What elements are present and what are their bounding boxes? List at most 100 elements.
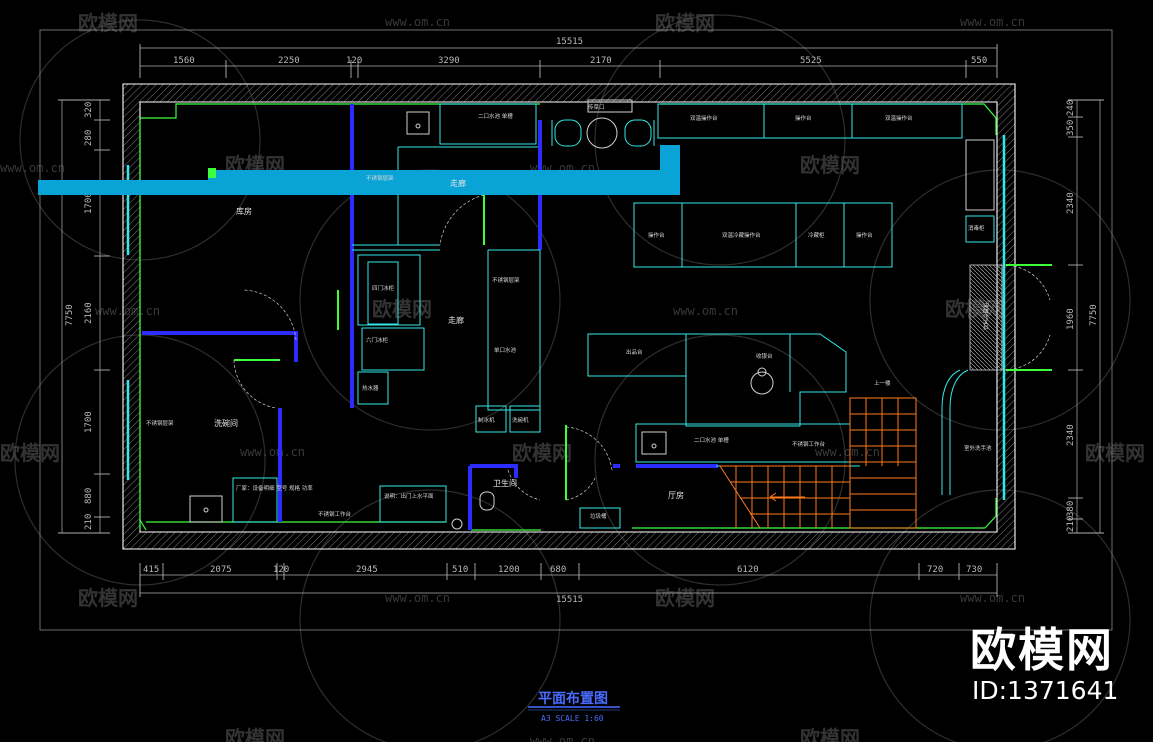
dim-bottom-3: 120 xyxy=(273,565,289,575)
watermark-url-7: www.om.cn xyxy=(240,445,305,459)
title-underline xyxy=(528,706,620,711)
ice-label: 制冰机 xyxy=(478,416,495,424)
top-counters xyxy=(439,99,995,243)
equipment-panels xyxy=(189,477,621,530)
svg-text:www.om.cn: www.om.cn xyxy=(530,734,595,742)
mid-table-label: 不锈钢工作台 xyxy=(318,510,352,518)
svg-text:www.om.cn: www.om.cn xyxy=(815,445,880,459)
room-labels: 库房 洗碗间 卫生间 走廊 走廊 厅房 xyxy=(214,178,684,500)
sink-single-label: 单口水池 xyxy=(494,346,517,354)
exhaust-duct xyxy=(38,145,680,195)
dimension-ticks-right xyxy=(1068,99,1104,534)
island-3-label: 冷藏柜 xyxy=(808,231,825,239)
dim-top-3: 120 xyxy=(346,56,362,66)
svg-text:www.om.cn: www.om.cn xyxy=(960,591,1025,605)
drawing-title: 平面布置图 xyxy=(538,691,608,707)
mid-counter-label: 出品台 xyxy=(626,348,643,356)
dimension-ticks-top xyxy=(139,44,998,78)
watermark-brand-1: 欧模网 xyxy=(78,11,138,35)
watermark-brand-12: 欧模网 xyxy=(225,726,285,742)
watermark-url-2: www.om.cn xyxy=(960,15,1025,29)
right-shelf: 饮料冷藏柜 xyxy=(969,264,1003,371)
room-corridor-2: 走廊 xyxy=(448,315,464,325)
dim-right-total: 7750 xyxy=(1089,304,1099,326)
dim-left-total: 7750 xyxy=(65,304,75,326)
dim-bottom-total: 15515 xyxy=(556,595,583,605)
watermark-arcs xyxy=(14,14,1131,742)
store-shelf-label: 不锈钢层架 xyxy=(492,276,520,284)
store-shelf2-label: 不锈钢层架 xyxy=(366,174,394,182)
dimension-labels-top: 15515 1560 2250 120 3290 2170 5525 550 xyxy=(173,37,987,66)
dim-bottom-1: 415 xyxy=(143,565,159,575)
sink-double-label-top: 二口水池 单槽 xyxy=(478,112,513,120)
dimension-ticks-left xyxy=(58,99,110,534)
dim-right-2: 350 xyxy=(1066,120,1076,136)
mid-table2-label: 不锈钢工作台 xyxy=(792,440,826,448)
svg-text:欧模网: 欧模网 xyxy=(372,297,432,321)
watermark-url-1: www.om.cn xyxy=(385,15,450,29)
svg-text:欧模网: 欧模网 xyxy=(655,586,715,610)
dim-top-4: 3290 xyxy=(438,56,460,66)
heater-label: 热水器 xyxy=(362,384,379,392)
trash-label: 垃圾桶 xyxy=(590,512,607,520)
watermark-brand-10: 欧模网 xyxy=(78,586,138,610)
dim-left-5: 1700 xyxy=(84,411,94,433)
dim-top-total: 15515 xyxy=(556,37,583,47)
right-wall-label: 消毒柜 xyxy=(968,224,985,232)
dim-left-4: 2160 xyxy=(84,302,94,324)
island-4-label: 操作台 xyxy=(856,231,873,239)
dim-right-5: 2340 xyxy=(1066,424,1076,446)
watermark-brand-7: 欧模网 xyxy=(0,441,60,465)
fridge-4-label: 四门冰柜 xyxy=(372,284,395,292)
room-dishwash: 洗碗间 xyxy=(214,418,238,428)
dim-bottom-2: 2075 xyxy=(210,565,232,575)
dim-right-3: 2340 xyxy=(1066,192,1076,214)
dimension-lines xyxy=(61,47,1101,594)
cashier-label: 收银台 xyxy=(756,352,773,360)
dim-left-2: 280 xyxy=(84,130,94,146)
brand-id-text: ID:1371641 xyxy=(972,676,1119,705)
svg-text:www.om.cn: www.om.cn xyxy=(385,591,450,605)
duct-green-mark xyxy=(208,168,216,178)
dimension-labels-left: 320 280 1700 2160 1700 880 210 7750 xyxy=(65,102,94,530)
watermark-brand-11: 欧模网 xyxy=(655,586,715,610)
watermark-url-6: www.om.cn xyxy=(673,304,738,318)
dim-bottom-7: 680 xyxy=(550,565,566,575)
watermark-brand-9: 欧模网 xyxy=(1085,441,1145,465)
dishwasher-label: 洗碗机 xyxy=(512,416,529,424)
dimension-ticks-bottom xyxy=(139,563,998,597)
brand-logo-text: 欧模网 xyxy=(970,623,1114,677)
room-storage: 库房 xyxy=(236,206,252,216)
equip-panel-2-label: 说明：出门上水平面 xyxy=(384,492,434,500)
svg-text:欧模网: 欧模网 xyxy=(800,153,860,177)
svg-text:欧模网: 欧模网 xyxy=(78,11,138,35)
storage-shelf-labels: 四门冰柜 六门冰柜 热水器 制冰机 洗碗机 单口水池 不锈钢层架 不锈钢层架 不… xyxy=(146,174,607,520)
island-1-label: 操作台 xyxy=(648,231,665,239)
dimension-labels-bottom: 415 2075 120 2945 510 1200 680 6120 720 … xyxy=(143,565,982,605)
island-2-label: 双温冷藏操作台 xyxy=(722,231,761,239)
dim-top-2: 2250 xyxy=(278,56,300,66)
watermark-brand-5: 欧模网 xyxy=(372,297,432,321)
svg-text:欧模网: 欧模网 xyxy=(1085,441,1145,465)
dim-right-7: 210 xyxy=(1066,516,1076,532)
dim-top-5: 2170 xyxy=(590,56,612,66)
storage-shelves xyxy=(357,254,541,433)
outdoor-wash-label: 室外洗手池 xyxy=(964,444,992,452)
top-counter-3-label: 双温操作台 xyxy=(885,114,913,122)
watermark-brand-13: 欧模网 xyxy=(800,726,860,742)
right-shelf-label: 饮料冷藏柜 xyxy=(982,302,990,330)
drawing-frame xyxy=(39,29,1113,631)
dim-right-6: 380 xyxy=(1066,501,1076,517)
svg-text:欧模网: 欧模网 xyxy=(800,726,860,742)
equipment-panel-labels: 厂家：设备明细 型号 规格 功率 说明：出门上水平面 xyxy=(236,484,434,500)
dim-bottom-8: 6120 xyxy=(737,565,759,575)
sink-double-label-bottom: 二口水池 单槽 xyxy=(694,436,729,444)
dim-left-6: 880 xyxy=(84,488,94,504)
watermark-url-12: www.om.cn xyxy=(530,734,595,742)
door-leaves xyxy=(234,195,1052,500)
dimension-labels-right: 240 350 2340 1960 2340 380 210 7750 xyxy=(1066,100,1099,532)
svg-text:www.om.cn: www.om.cn xyxy=(0,161,65,175)
svg-text:欧模网: 欧模网 xyxy=(0,441,60,465)
drawing-scale: A3 SCALE 1:60 xyxy=(541,714,604,723)
